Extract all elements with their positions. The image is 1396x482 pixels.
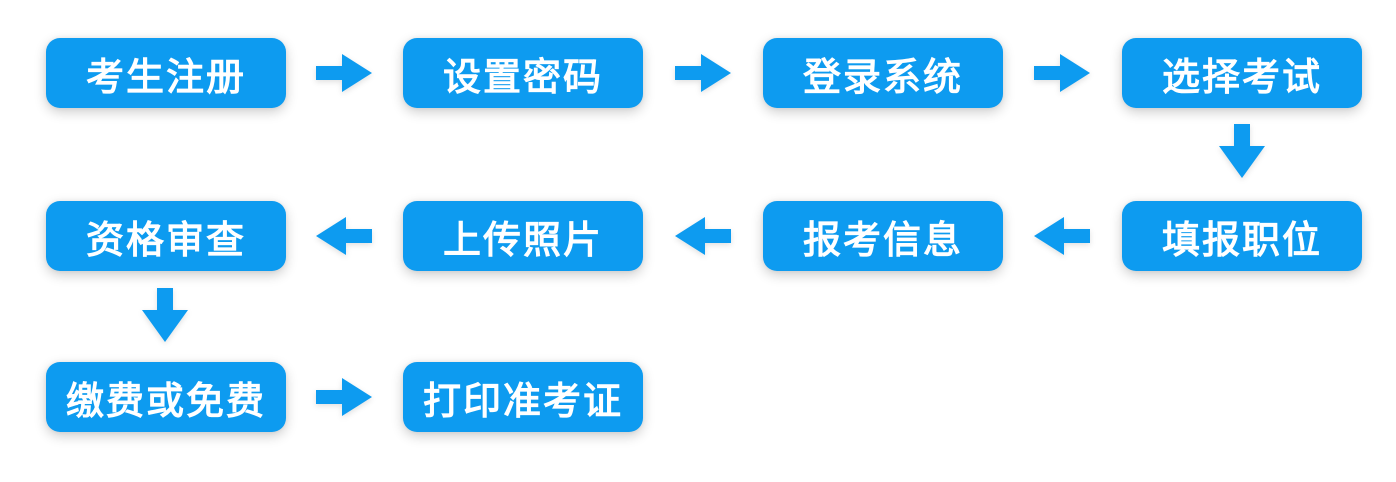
- flow-node-set-password: 设置密码: [403, 38, 643, 108]
- flow-node-fill-position: 填报职位: [1122, 201, 1362, 271]
- arrow-left-icon: [316, 217, 372, 255]
- arrow-left-icon: [675, 217, 731, 255]
- flow-node-print-admission-ticket: 打印准考证: [403, 362, 643, 432]
- flow-node-upload-photo: 上传照片: [403, 201, 643, 271]
- arrow-down-icon: [142, 288, 188, 342]
- arrow-down-icon: [1219, 124, 1265, 178]
- flow-node-qualification-review: 资格审查: [46, 201, 286, 271]
- arrow-right-icon: [316, 378, 372, 416]
- flow-node-select-exam: 选择考试: [1122, 38, 1362, 108]
- flow-node-pay-or-free: 缴费或免费: [46, 362, 286, 432]
- flow-node-candidate-registration: 考生注册: [46, 38, 286, 108]
- flow-node-application-info: 报考信息: [763, 201, 1003, 271]
- arrow-right-icon: [1034, 54, 1090, 92]
- flow-node-login-system: 登录系统: [763, 38, 1003, 108]
- arrow-right-icon: [675, 54, 731, 92]
- arrow-right-icon: [316, 54, 372, 92]
- arrow-left-icon: [1034, 217, 1090, 255]
